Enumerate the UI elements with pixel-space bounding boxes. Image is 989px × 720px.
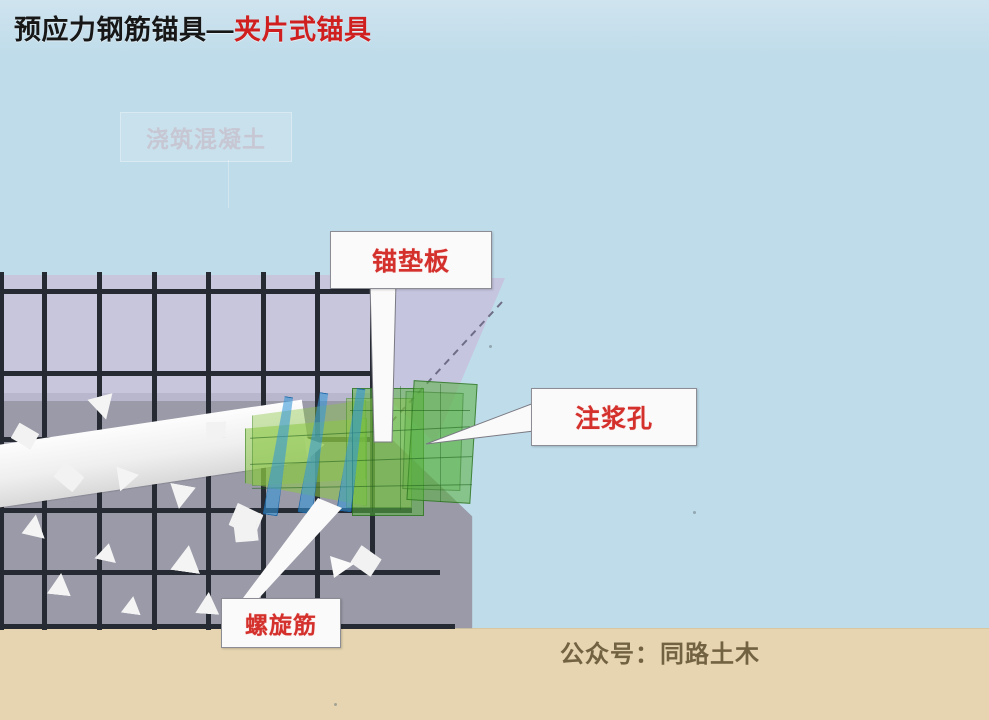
page-title: 预应力钢筋锚具—夹片式锚具	[14, 8, 372, 47]
callout-grouting-hole[interactable]: 注浆孔	[531, 388, 697, 446]
scene-dot	[489, 345, 492, 348]
title-bar: 预应力钢筋锚具—夹片式锚具	[0, 0, 989, 56]
ghost-label-text: 浇筑混凝土	[146, 126, 266, 152]
scene-dot	[693, 511, 696, 514]
page-title-black-part: 预应力钢筋锚具—	[14, 15, 234, 45]
page-title-red-part: 夹片式锚具	[234, 15, 372, 45]
watermark-text: 公众号：同路土木	[560, 641, 760, 668]
callout-leader-line-spiral	[234, 498, 354, 610]
anchor-rib	[372, 390, 373, 512]
spiral-bar	[298, 392, 332, 515]
anchor-rib	[400, 386, 401, 510]
callout-label-grouting-hole: 注浆孔	[574, 405, 653, 433]
callout-anchor-bearing-plate[interactable]: 锚垫板	[330, 231, 492, 289]
ghost-label-cast-concrete: 浇筑混凝土	[120, 112, 292, 162]
anchor-band-line	[350, 410, 470, 411]
callout-spiral-reinforcement[interactable]: 螺旋筋	[221, 598, 341, 648]
scene-dot	[334, 703, 337, 706]
ghost-label-stem	[228, 160, 229, 208]
callout-label-anchor-bearing-plate: 锚垫板	[371, 248, 450, 276]
callout-label-spiral-reinforcement: 螺旋筋	[245, 612, 317, 638]
ground-band	[0, 628, 989, 720]
anchor-rib	[440, 384, 441, 502]
